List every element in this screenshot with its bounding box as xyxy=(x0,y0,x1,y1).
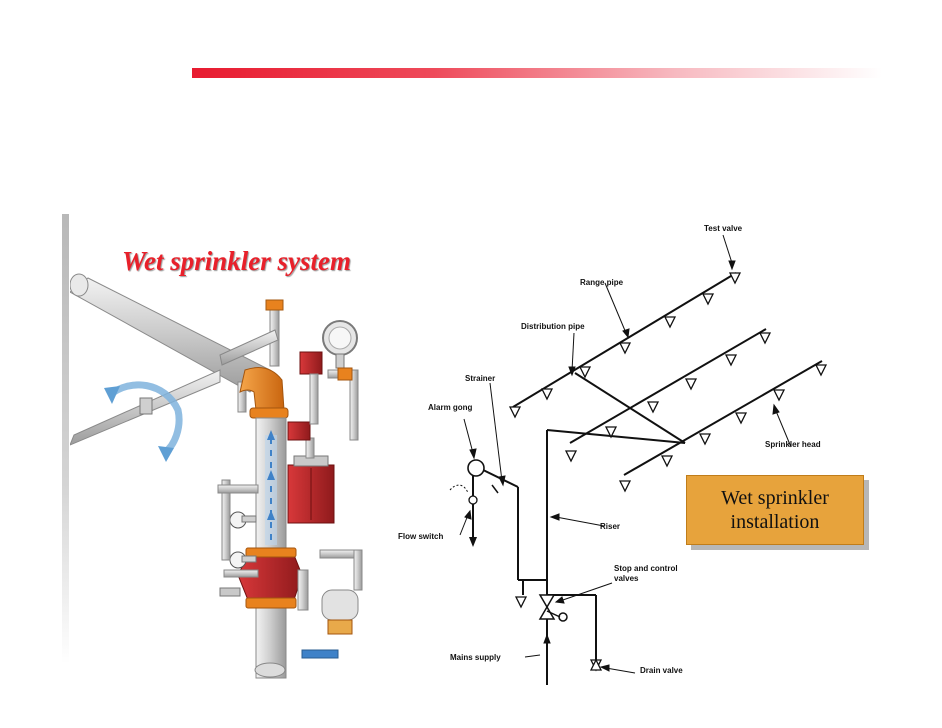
label-stop-control-valves: valves xyxy=(614,574,639,583)
label-flow-switch: Flow switch xyxy=(398,532,443,541)
alarm-gong-symbol xyxy=(467,459,485,477)
left-accent-rule xyxy=(62,214,69,664)
flow-switch-symbol xyxy=(449,484,478,547)
stop-control-valve-icon xyxy=(538,594,568,622)
branch-pipe xyxy=(70,369,221,446)
pressure-switch xyxy=(287,351,323,441)
right-trim-piping xyxy=(297,367,363,659)
strainer-symbol xyxy=(491,484,499,494)
retarding-chamber xyxy=(287,437,335,524)
alarm-check-valve xyxy=(237,547,303,678)
label-range-pipe: Range pipe xyxy=(580,278,624,287)
left-trim-piping xyxy=(217,479,259,597)
sprinkler-heads xyxy=(508,272,828,672)
main-supply-pipe xyxy=(70,273,271,393)
distribution-line xyxy=(546,429,686,444)
callout-box: Wet sprinkler installation xyxy=(686,475,864,545)
label-test-valve: Test valve xyxy=(704,224,743,233)
upper-small-pipes xyxy=(219,299,284,413)
callout-text: Wet sprinkler installation xyxy=(721,487,829,533)
label-mains-supply: Mains supply xyxy=(450,653,501,662)
label-strainer: Strainer xyxy=(465,374,495,383)
alarm-gong-icon xyxy=(322,320,358,369)
leader-arrows xyxy=(459,234,792,674)
sprinkler-schematic: Test valve Range pipe Distribution pipe … xyxy=(398,224,828,685)
slide-title: Wet sprinkler system xyxy=(122,246,351,276)
label-stop-control: Stop and control xyxy=(614,564,678,573)
rotation-arrow-icon xyxy=(104,381,183,462)
label-sprinkler-head: Sprinkler head xyxy=(765,440,821,449)
label-riser: Riser xyxy=(600,522,620,531)
label-distribution-pipe: Distribution pipe xyxy=(521,322,585,331)
title-accent-bar xyxy=(192,68,882,78)
pressure-gauge-icon xyxy=(229,511,257,569)
label-alarm-gong: Alarm gong xyxy=(428,403,473,412)
label-drain-valve: Drain valve xyxy=(640,666,683,675)
orange-elbow-fitting xyxy=(239,367,289,419)
range-pipe-1 xyxy=(512,272,737,408)
valve-assembly-illustration xyxy=(70,273,363,679)
schematic-pipes xyxy=(472,272,823,685)
